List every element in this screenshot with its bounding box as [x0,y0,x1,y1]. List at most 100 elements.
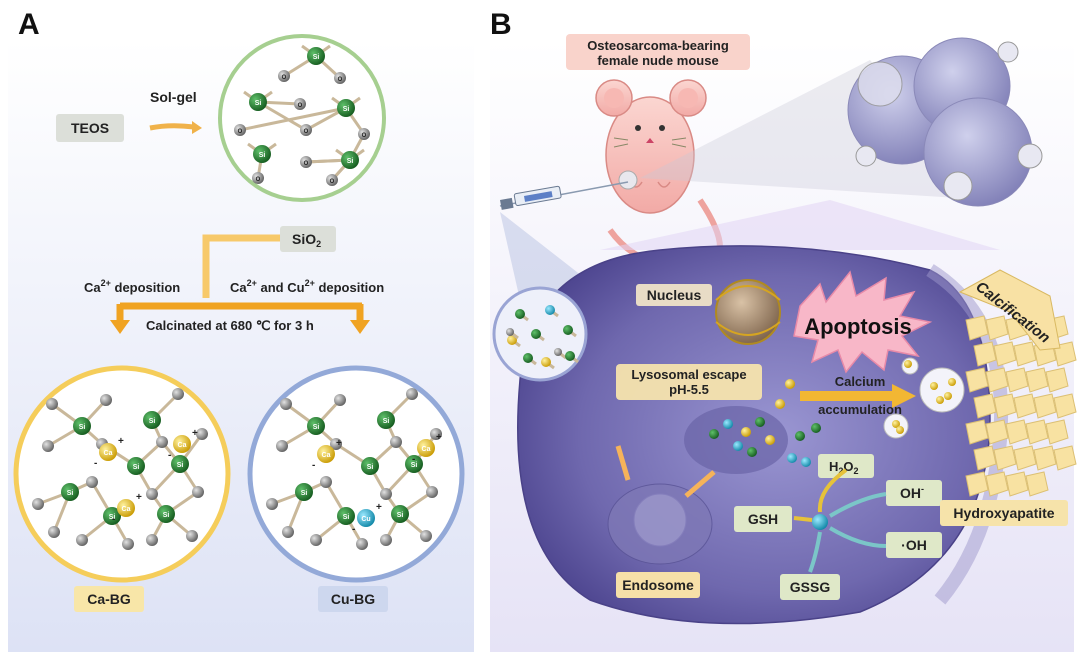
lysosomal-line2: pH-5.5 [669,382,709,397]
si-atom-label: Si [313,424,320,431]
si-atom [73,417,91,435]
si-ion [795,431,805,441]
si-particle [515,309,525,319]
cu-ion [733,441,743,451]
endosome-label: Endosome [622,577,694,593]
calcium-ball [936,396,944,404]
si-atom [391,505,409,523]
o-atom [420,530,432,542]
ca-atom-label: Ca [178,442,187,449]
ca-atom-label: Ca [104,450,113,457]
charge-minus: - [412,454,415,465]
calcium-arrow-head [892,384,916,408]
oh-radical-box [886,532,942,558]
crystal [1053,445,1077,471]
gssg-box [780,574,840,600]
o-atom [334,72,346,84]
cu-bg-ring [247,365,465,583]
o-atom [380,488,392,500]
si-atom-label: Si [313,54,320,61]
charge-plus: + [136,492,142,503]
crystal [993,445,1017,471]
gssg-label: GSSG [790,579,831,595]
calcium-ball [896,426,904,434]
o-atom-label: O [330,179,335,185]
calcination-label: Calcinated at 680 ℃ for 3 h [146,318,314,333]
nucleus-box [636,284,712,306]
panel-b-label: B [490,8,512,41]
crystal [1025,367,1049,393]
o-atom [390,436,402,448]
sol-gel-arrow [149,123,195,131]
o-atom [294,98,306,110]
o-atom [320,476,332,488]
si-particle [531,329,541,339]
hydroxyapatite-box [940,500,1068,526]
oh-radical-arrow [828,526,887,548]
crystal [985,315,1009,341]
crystal [985,367,1009,393]
si-atom [127,457,145,475]
teos-box [56,114,124,142]
ca-atom [173,435,191,453]
o-atom-label: O [338,77,343,83]
crystal [1045,367,1069,393]
crystal [973,341,997,367]
bond [257,100,307,132]
si-atom-label: Si [177,462,184,469]
ca-deposition-label: Ca2+ deposition [84,278,180,295]
si-atom-label: Si [67,490,74,497]
cu-ion [787,453,797,463]
cu-bg-label: Cu-BG [331,591,375,607]
o-atom [156,436,168,448]
panel-a-label: A [18,8,40,41]
nucleus-label: Nucleus [647,287,702,303]
charge-plus: + [118,436,124,447]
bond [239,106,347,132]
mouse-label-box [566,34,750,70]
si-particle [523,353,533,363]
si-atom [143,411,161,429]
calcium-line1: Calcium [835,374,886,389]
si-atom [103,507,121,525]
si-atom [405,455,423,473]
tumor-zoom-cone [640,60,990,200]
ca-ion [775,399,785,409]
o-atom [358,128,370,140]
o-atom [100,394,112,406]
o-atom [380,534,392,546]
o-atom [300,156,312,168]
o-atom [326,174,338,186]
hydroxyapatite-crystals [965,315,1077,497]
o-atom [430,428,442,440]
branch-connector [202,234,280,298]
o-particle [554,348,562,356]
si-atom-label: Si [109,514,116,521]
crystal [965,419,989,445]
si-atom [295,483,313,501]
crystal [993,341,1017,367]
crystal [1025,471,1049,497]
nucleus-fibers [715,285,781,336]
sio2-box [280,226,336,252]
o-atom-label: O [362,133,367,139]
gssg-arrow [808,531,822,573]
o-atom-label: O [304,161,309,167]
mouse-label-line2: female nude mouse [597,53,718,68]
si-atom-label: Si [133,464,140,471]
h2o2-box [818,454,874,478]
cu-atom-label: Cu [361,516,370,523]
ca-bg-ring [13,365,231,583]
charge-minus: - [312,460,315,471]
right-branch-head [350,320,370,334]
calcium-line2: accumulation [818,402,902,417]
si-atom [253,145,271,163]
o-atom [76,534,88,546]
si-atom [307,417,325,435]
o-atom [356,538,368,550]
ca-atom-label: Ca [422,446,431,453]
